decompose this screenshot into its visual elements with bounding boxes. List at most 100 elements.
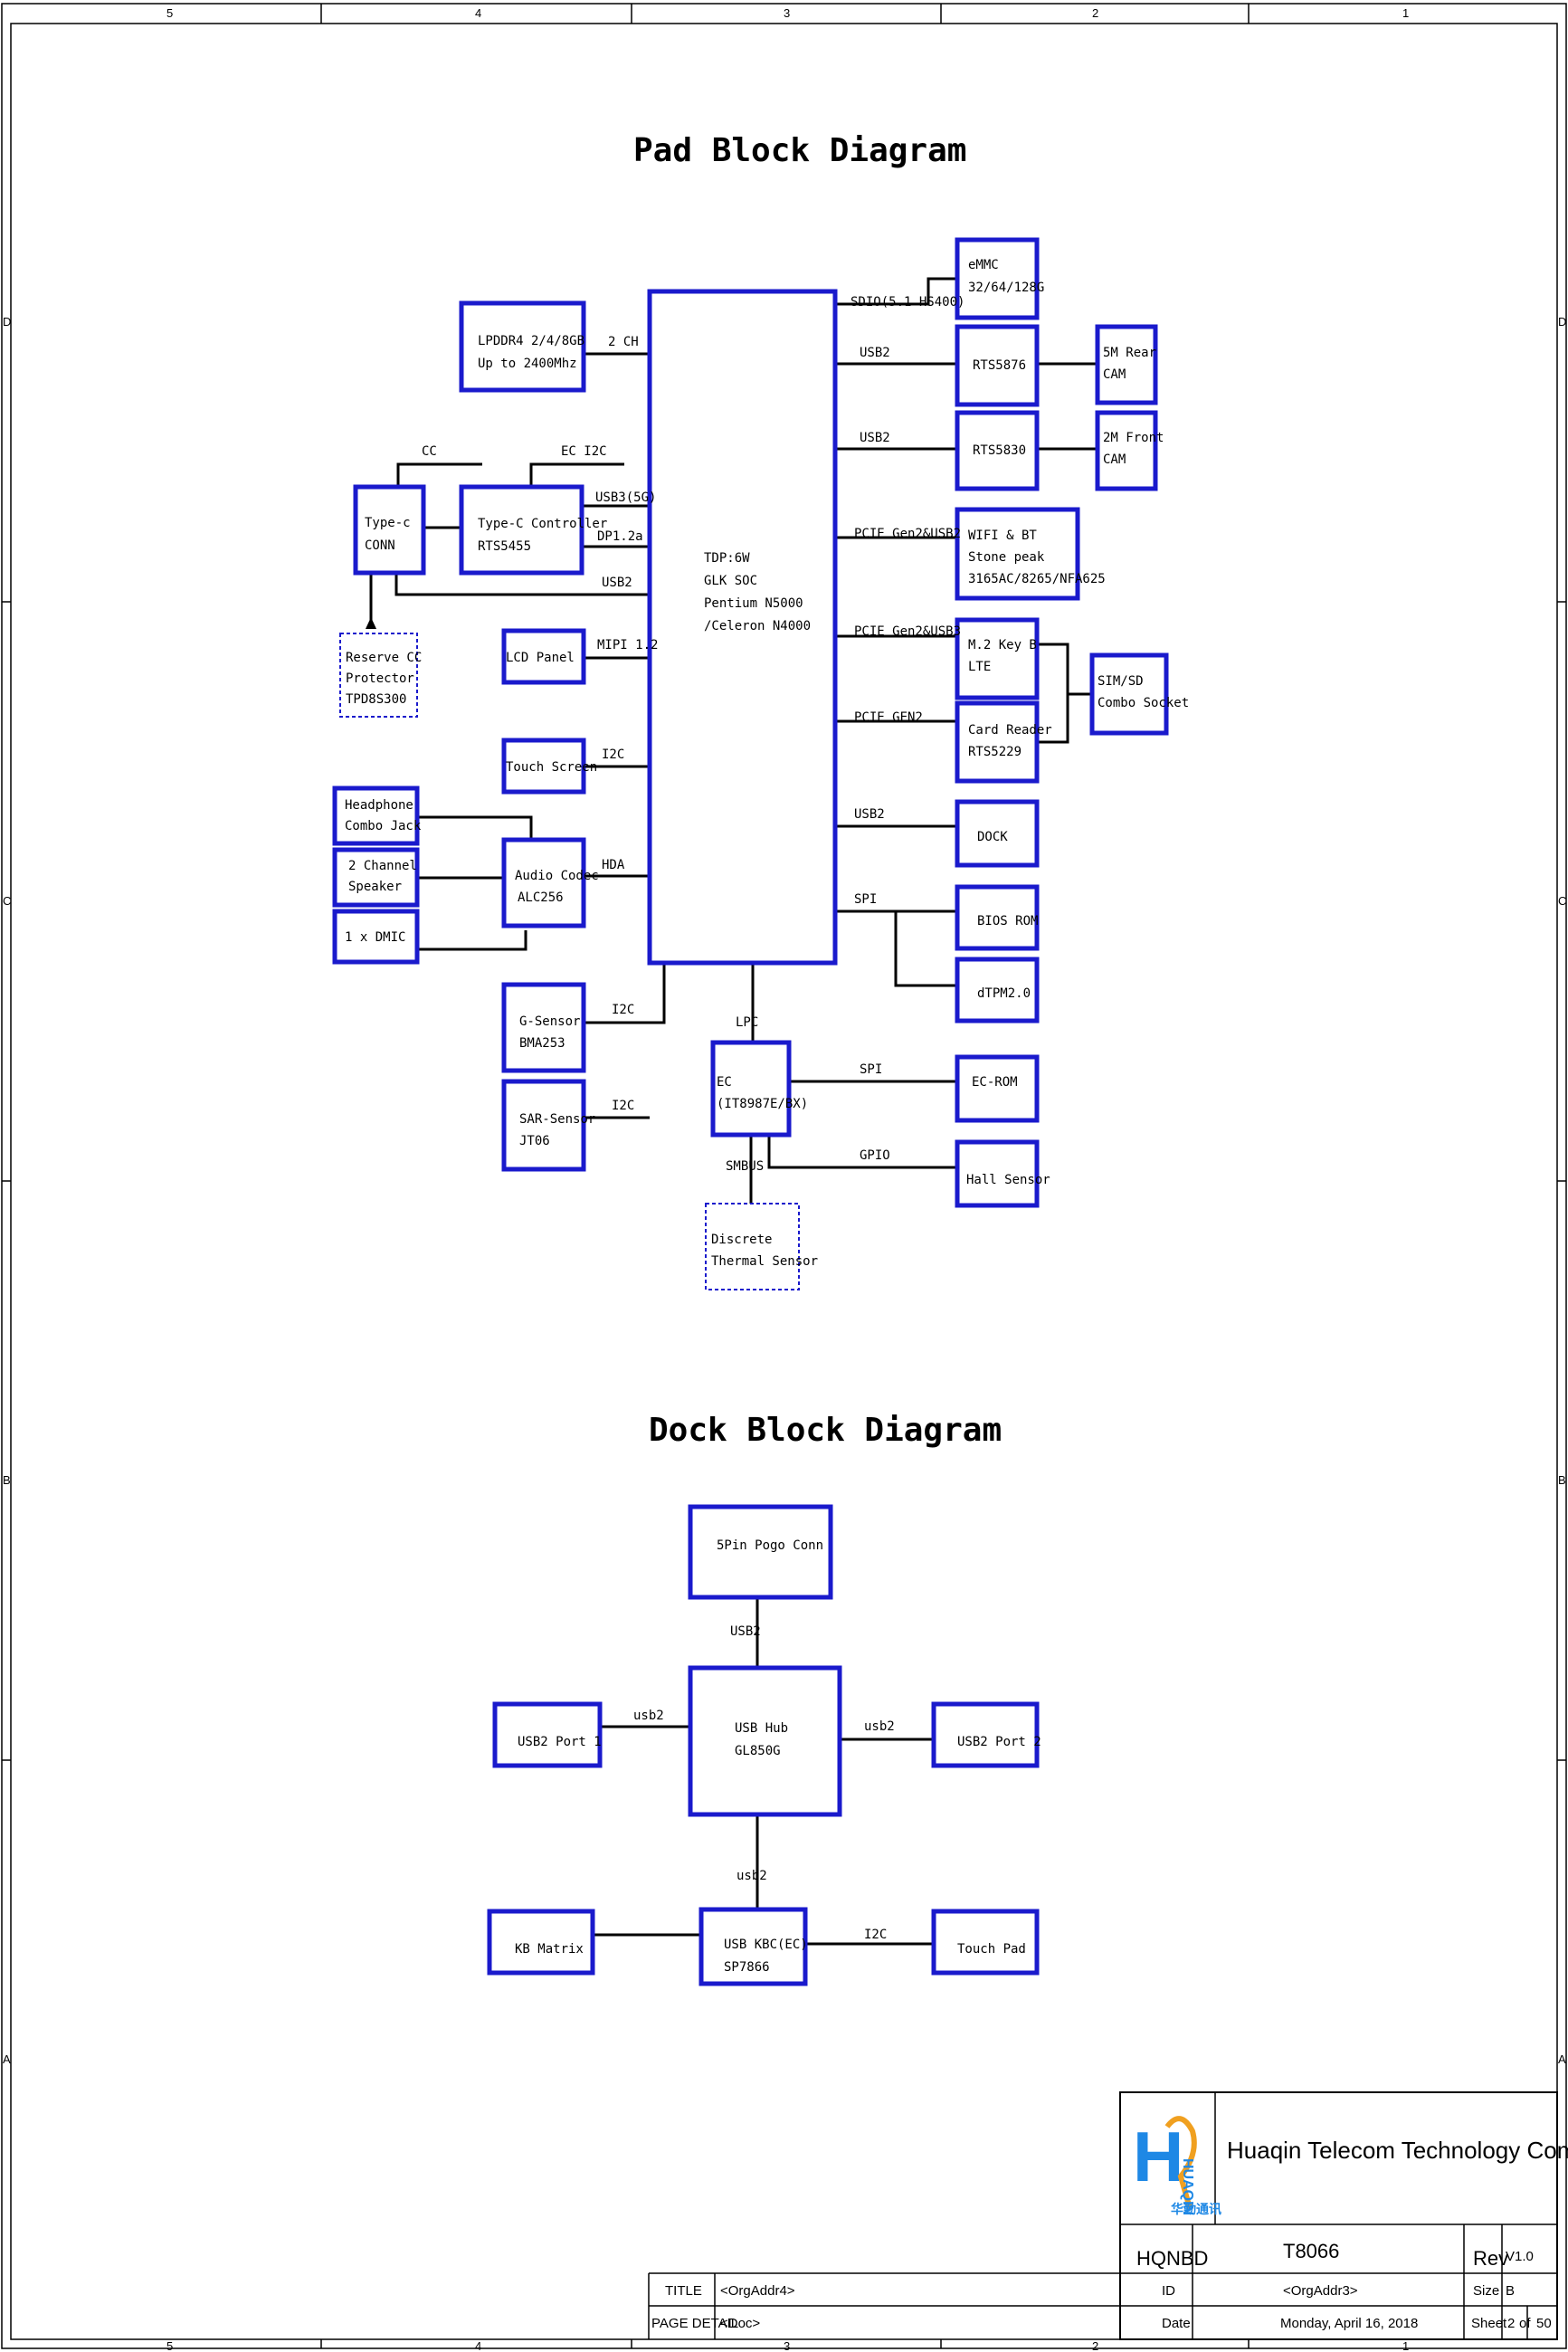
pad-connections bbox=[366, 277, 1098, 1204]
sheet-label: Sheet bbox=[1471, 2316, 1507, 2331]
hqnbd-label: HQNBD bbox=[1136, 2247, 1208, 2270]
ec-rom-label: EC-ROM bbox=[972, 1075, 1018, 1090]
label-spi-ec: SPI bbox=[860, 1062, 882, 1077]
dmic-label: 1 x DMIC bbox=[345, 930, 405, 945]
zone-bottom-4: 4 bbox=[475, 2339, 481, 2352]
gsensor-line-2: BMA253 bbox=[519, 1036, 565, 1051]
label-i2c-gsensor: I2C bbox=[612, 1003, 634, 1017]
reserve-cc-line-3: TPD8S300 bbox=[346, 692, 406, 707]
title-label: TITLE bbox=[665, 2283, 702, 2299]
rear-cam-block bbox=[1095, 324, 1158, 405]
id-value: <OrgAddr3> bbox=[1283, 2283, 1358, 2299]
m2-lte-block bbox=[955, 617, 1040, 700]
ec-line-2: (IT8987E/BX) bbox=[717, 1097, 808, 1111]
sarsensor-line-1: SAR-Sensor bbox=[519, 1112, 595, 1127]
gsensor-line-1: G-Sensor bbox=[519, 1014, 580, 1029]
label-sdio: SDIO(5.1 HS400) bbox=[851, 295, 965, 309]
usb2-port1-block bbox=[492, 1701, 603, 1768]
simsd-line-2: Combo Socket bbox=[1098, 696, 1189, 710]
cam-front-line-2: CAM bbox=[1103, 452, 1126, 467]
thermal-sensor-block bbox=[705, 1203, 800, 1290]
label-usb2-typec: USB2 bbox=[602, 576, 632, 590]
label-usb2-kbc: usb2 bbox=[736, 1869, 767, 1883]
page-detail-value: <Doc> bbox=[720, 2316, 760, 2331]
reserve-cc-protector-block bbox=[339, 633, 418, 718]
sheet-number: 2 bbox=[1507, 2316, 1515, 2331]
zone-right-c: C bbox=[1558, 894, 1566, 908]
usb2-port1-label: USB2 Port 1 bbox=[518, 1735, 602, 1749]
codec-line-2: ALC256 bbox=[518, 890, 564, 905]
pad-bus-labels: 2 CH CC EC I2C USB3(5G) DP1.2a USB2 MIPI… bbox=[422, 295, 965, 1174]
company-name: Huaqin Telecom Technology Com.,Ltd. bbox=[1227, 2137, 1568, 2164]
lcd-panel-label: LCD Panel bbox=[506, 651, 575, 665]
size-label: Size bbox=[1473, 2283, 1499, 2299]
lcd-panel-block bbox=[501, 628, 586, 685]
hall-sensor-block bbox=[955, 1139, 1040, 1208]
wifi-line-2: Stone peak bbox=[968, 550, 1045, 565]
label-2ch: 2 CH bbox=[608, 335, 639, 349]
wifi-bt-block bbox=[955, 507, 1080, 601]
typec-controller-block bbox=[459, 484, 584, 576]
logo-en: HUAQIN bbox=[1180, 2158, 1195, 2215]
kb-matrix-block bbox=[487, 1909, 595, 1976]
wifi-line-1: WIFI & BT bbox=[968, 528, 1037, 543]
cam-rear-line-2: CAM bbox=[1103, 367, 1126, 382]
cam-rear-line-1: 5M Rear bbox=[1103, 346, 1156, 360]
dtpm-label: dTPM2.0 bbox=[977, 986, 1031, 1001]
kb-matrix-label: KB Matrix bbox=[515, 1942, 584, 1957]
label-i2c-touchpad: I2C bbox=[864, 1928, 887, 1942]
bios-rom-label: BIOS ROM bbox=[977, 914, 1038, 928]
logo-cn: 华勤通讯 bbox=[1171, 2202, 1221, 2216]
dock-bus-labels: USB2 usb2 usb2 usb2 I2C bbox=[633, 1624, 895, 1942]
zone-top-4: 4 bbox=[475, 6, 481, 20]
sheet-total: 50 bbox=[1536, 2316, 1552, 2331]
dtpm-block bbox=[955, 957, 1040, 1024]
label-usb2-port1: usb2 bbox=[633, 1709, 664, 1723]
usb-kbc-line-1: USB KBC(EC) bbox=[724, 1938, 808, 1952]
title-block bbox=[648, 2091, 1558, 2340]
typec-conn-line-2: CONN bbox=[365, 538, 395, 553]
emmc-line-2: 32/64/128G bbox=[968, 281, 1044, 295]
typec-controller-line-1: Type-C Controller bbox=[478, 517, 607, 531]
label-mipi: MIPI 1.2 bbox=[597, 638, 658, 652]
soc-line-2: GLK SOC bbox=[704, 574, 757, 588]
label-smbus: SMBUS bbox=[726, 1159, 764, 1174]
wifi-line-3: 3165AC/8265/NFA625 bbox=[968, 572, 1106, 586]
emmc-line-1: eMMC bbox=[968, 258, 999, 272]
lpddr4-line-2: Up to 2400Mhz bbox=[478, 357, 577, 371]
label-dp: DP1.2a bbox=[597, 529, 643, 544]
cardreader-line-2: RTS5229 bbox=[968, 745, 1022, 759]
sar-sensor-block bbox=[501, 1079, 586, 1172]
logo-mark: H bbox=[1133, 2117, 1183, 2196]
touch-pad-block bbox=[931, 1909, 1040, 1976]
rts5830-block bbox=[955, 410, 1040, 491]
soc-line-1: TDP:6W bbox=[704, 551, 750, 566]
usb-hub-line-1: USB Hub bbox=[735, 1721, 788, 1736]
speaker-block bbox=[332, 847, 420, 908]
sim-sd-socket-block bbox=[1089, 652, 1169, 736]
soc-line-3: Pentium N5000 bbox=[704, 596, 803, 611]
cam-front-line-1: 2M Front bbox=[1103, 431, 1164, 445]
codec-line-1: Audio Codec bbox=[515, 869, 599, 883]
rts5876-label: RTS5876 bbox=[973, 358, 1026, 373]
label-spi-bios: SPI bbox=[854, 892, 877, 907]
rts5876-block bbox=[955, 324, 1040, 407]
zone-right-a: A bbox=[1558, 2052, 1566, 2066]
zone-left-b: B bbox=[3, 1473, 11, 1487]
soc-line-4: /Celeron N4000 bbox=[704, 619, 811, 633]
zone-top-3: 3 bbox=[784, 6, 790, 20]
zone-bottom-3: 3 bbox=[784, 2339, 790, 2352]
date-value: Monday, April 16, 2018 bbox=[1280, 2316, 1418, 2331]
rts5830-label: RTS5830 bbox=[973, 443, 1026, 458]
zone-top-5: 5 bbox=[166, 6, 173, 20]
usb-kbc-block bbox=[698, 1907, 808, 1986]
zone-bottom-1: 1 bbox=[1402, 2339, 1409, 2352]
usb-hub-block bbox=[688, 1665, 842, 1817]
label-usb2-rts5876: USB2 bbox=[860, 346, 890, 360]
touch-screen-label: Touch Screen bbox=[506, 760, 597, 775]
sheet-of: of bbox=[1519, 2316, 1531, 2331]
sheet-frame: 5 4 3 2 1 5 4 3 2 1 D C B A D C B A bbox=[1, 3, 1567, 2352]
zone-top-2: 2 bbox=[1092, 6, 1098, 20]
sarsensor-line-2: JT06 bbox=[519, 1134, 550, 1148]
zone-top-1: 1 bbox=[1402, 6, 1409, 20]
